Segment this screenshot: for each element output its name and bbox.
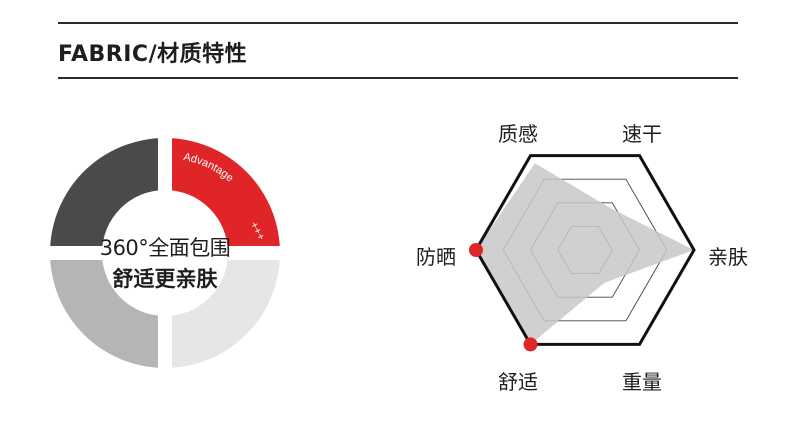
ring-segment-bottom-right: [165, 253, 280, 368]
axis-label-texture: 质感: [498, 122, 538, 146]
axis-label-weight: 重量: [622, 370, 662, 394]
radar-marker: [523, 337, 538, 352]
axis-label-quick-dry: 速干: [622, 122, 662, 146]
radar-marker: [469, 243, 483, 257]
fabric-radar-chart: [469, 154, 696, 352]
coverage-ring: Advantage +++: [45, 133, 285, 373]
radar-value-area: [476, 163, 694, 345]
ring-segment-bottom-left: [50, 253, 165, 368]
bottom-divider: [58, 77, 738, 79]
section-title: FABRIC/材质特性: [58, 42, 248, 67]
ring-title: 360°全面包围: [99, 236, 231, 260]
top-divider: [58, 22, 738, 24]
ring-segment-top-left: [50, 138, 165, 253]
radar-markers: [469, 243, 538, 352]
axis-label-sun-protection: 防晒: [416, 245, 456, 269]
ring-subtitle: 舒适更亲肤: [112, 267, 218, 291]
ring-segment-advantage: [165, 138, 280, 253]
axis-label-comfort: 舒适: [498, 370, 538, 394]
axis-label-skin-friendly: 亲肤: [708, 245, 748, 269]
